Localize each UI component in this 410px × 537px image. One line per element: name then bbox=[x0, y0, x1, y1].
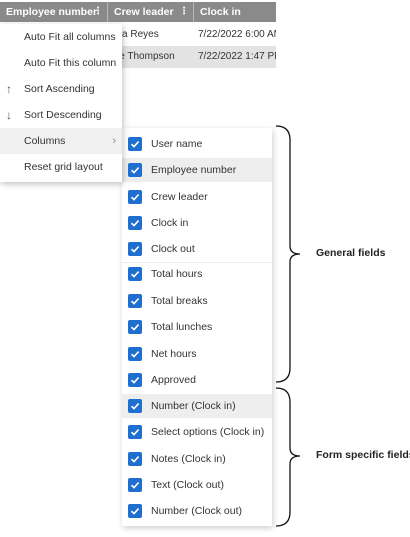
column-toggle-employee-number[interactable]: Employee number bbox=[122, 158, 272, 182]
column-header-label: Employee number bbox=[6, 6, 98, 18]
column-toggle-label: User name bbox=[151, 138, 203, 150]
column-context-menu: Auto Fit all columns Auto Fit this colum… bbox=[0, 24, 122, 182]
table-cell: 7/22/2022 1:47 PM bbox=[198, 51, 276, 62]
menu-item-sort-ascending[interactable]: ↑ Sort Ascending bbox=[0, 76, 122, 102]
column-toggle-text-clock-out[interactable]: Text (Clock out) bbox=[122, 473, 272, 497]
menu-item-sort-descending[interactable]: ↓ Sort Descending bbox=[0, 102, 122, 128]
arrow-up-icon: ↑ bbox=[6, 82, 12, 96]
submenu-divider bbox=[122, 262, 272, 263]
menu-item-reset-grid-layout[interactable]: Reset grid layout bbox=[0, 154, 122, 180]
column-toggle-number-clock-in[interactable]: Number (Clock in) bbox=[122, 394, 272, 418]
menu-item-auto-fit-this[interactable]: Auto Fit this column bbox=[0, 50, 122, 76]
column-toggle-crew-leader[interactable]: Crew leader bbox=[122, 185, 272, 209]
checkbox-checked-icon[interactable] bbox=[128, 242, 142, 256]
column-toggle-approved[interactable]: Approved bbox=[122, 368, 272, 392]
checkbox-checked-icon[interactable] bbox=[128, 267, 142, 281]
column-toggle-total-breaks[interactable]: Total breaks bbox=[122, 289, 272, 313]
checkbox-checked-icon[interactable] bbox=[128, 425, 142, 439]
column-header-label: Crew leader bbox=[114, 6, 174, 18]
checkbox-checked-icon[interactable] bbox=[128, 399, 142, 413]
checkbox-checked-icon[interactable] bbox=[128, 190, 142, 204]
form-specific-fields-brace bbox=[275, 387, 301, 527]
column-toggle-label: Text (Clock out) bbox=[151, 479, 224, 491]
column-toggle-total-hours[interactable]: Total hours bbox=[122, 262, 272, 286]
menu-item-label: Auto Fit all columns bbox=[24, 31, 116, 43]
column-toggle-user-name[interactable]: User name bbox=[122, 132, 272, 156]
column-toggle-number-clock-out[interactable]: Number (Clock out) bbox=[122, 499, 272, 523]
general-fields-annotation: General fields bbox=[316, 247, 386, 259]
columns-submenu: User name Employee number Crew leader Cl… bbox=[122, 128, 272, 526]
table-cell: 7/22/2022 6:00 AM bbox=[198, 29, 276, 40]
column-toggle-label: Total breaks bbox=[151, 295, 208, 307]
column-toggle-net-hours[interactable]: Net hours bbox=[122, 342, 272, 366]
grid-header: Employee number ⋮ Crew leader ⋮ Clock in bbox=[0, 2, 276, 22]
column-header-crew-leader[interactable]: Crew leader ⋮ bbox=[108, 2, 194, 22]
menu-item-columns[interactable]: Columns › bbox=[0, 128, 122, 154]
column-toggle-label: Crew leader bbox=[151, 191, 208, 203]
checkbox-checked-icon[interactable] bbox=[128, 320, 142, 334]
table-cell: ella Reyes bbox=[112, 29, 159, 40]
menu-item-label: Sort Ascending bbox=[24, 83, 95, 95]
column-toggle-label: Clock in bbox=[151, 217, 189, 229]
column-toggle-clock-out[interactable]: Clock out bbox=[122, 237, 272, 261]
checkbox-checked-icon[interactable] bbox=[128, 294, 142, 308]
column-toggle-label: Clock out bbox=[151, 243, 195, 255]
column-header-label: Clock in bbox=[200, 6, 241, 18]
form-specific-fields-annotation: Form specific fields bbox=[316, 449, 410, 461]
column-header-employee-number[interactable]: Employee number ⋮ bbox=[0, 2, 108, 22]
checkbox-checked-icon[interactable] bbox=[128, 347, 142, 361]
column-toggle-label: Number (Clock out) bbox=[151, 505, 243, 517]
column-toggle-label: Approved bbox=[151, 374, 196, 386]
column-toggle-label: Total lunches bbox=[151, 321, 213, 333]
checkbox-checked-icon[interactable] bbox=[128, 504, 142, 518]
column-toggle-select-options-clock-in[interactable]: Select options (Clock in) bbox=[122, 420, 272, 444]
checkbox-checked-icon[interactable] bbox=[128, 137, 142, 151]
checkbox-checked-icon[interactable] bbox=[128, 452, 142, 466]
chevron-right-icon: › bbox=[112, 135, 116, 147]
general-fields-brace bbox=[275, 125, 301, 383]
column-toggle-label: Number (Clock in) bbox=[151, 400, 236, 412]
column-toggle-label: Select options (Clock in) bbox=[151, 426, 265, 438]
checkbox-checked-icon[interactable] bbox=[128, 478, 142, 492]
column-toggle-total-lunches[interactable]: Total lunches bbox=[122, 315, 272, 339]
vertical-dots-icon[interactable]: ⋮ bbox=[179, 6, 189, 17]
menu-item-auto-fit-all[interactable]: Auto Fit all columns bbox=[0, 24, 122, 50]
checkbox-checked-icon[interactable] bbox=[128, 373, 142, 387]
table-cell: ike Thompson bbox=[112, 51, 175, 62]
vertical-dots-icon[interactable]: ⋮ bbox=[93, 6, 103, 17]
column-header-clock-in[interactable]: Clock in bbox=[194, 2, 276, 22]
column-toggle-label: Notes (Clock in) bbox=[151, 453, 226, 465]
column-toggle-label: Total hours bbox=[151, 268, 203, 280]
checkbox-checked-icon[interactable] bbox=[128, 216, 142, 230]
menu-item-label: Reset grid layout bbox=[24, 161, 103, 173]
column-toggle-label: Employee number bbox=[151, 164, 237, 176]
menu-item-label: Sort Descending bbox=[24, 109, 102, 121]
column-toggle-label: Net hours bbox=[151, 348, 197, 360]
column-toggle-notes-clock-in[interactable]: Notes (Clock in) bbox=[122, 447, 272, 471]
column-toggle-clock-in[interactable]: Clock in bbox=[122, 211, 272, 235]
menu-item-label: Columns bbox=[24, 135, 66, 147]
checkbox-checked-icon[interactable] bbox=[128, 163, 142, 177]
arrow-down-icon: ↓ bbox=[6, 108, 12, 122]
menu-item-label: Auto Fit this column bbox=[24, 57, 117, 69]
